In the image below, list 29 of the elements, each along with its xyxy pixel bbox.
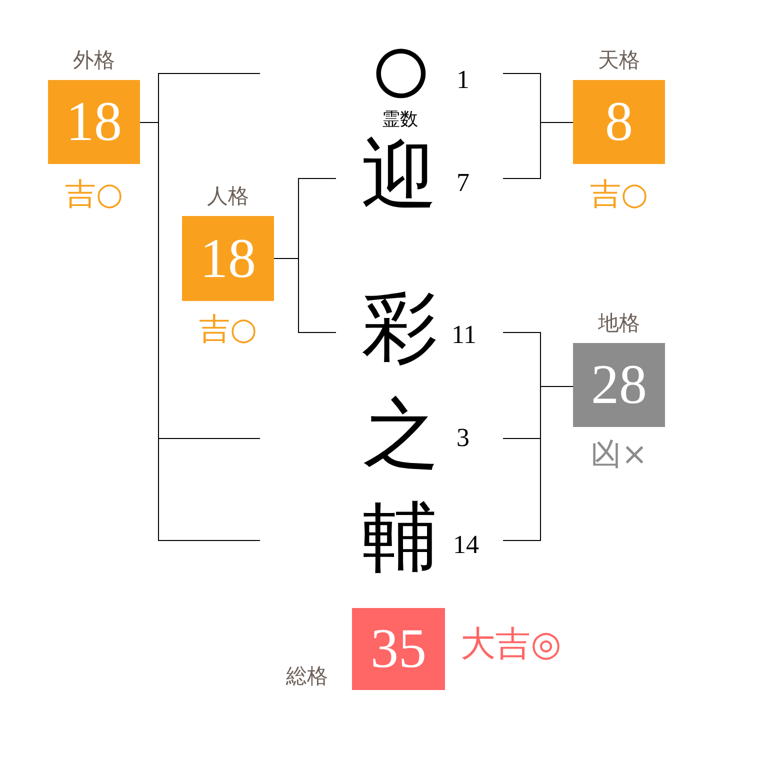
fortune-heading: 人格	[207, 183, 249, 210]
stroke-count: 14	[453, 532, 479, 558]
name-character: 輔	[362, 500, 438, 576]
connector-line	[274, 258, 336, 333]
stroke-count: 1	[456, 67, 470, 93]
name-character: 之	[363, 397, 439, 473]
stroke-count: 11	[451, 322, 477, 348]
score-tile: 18	[182, 216, 274, 301]
stroke-count: 7	[456, 170, 470, 196]
fortune-verdict: 吉○	[198, 314, 258, 346]
fortune-verdict: 吉○	[64, 180, 124, 210]
score-tile: 18	[48, 80, 140, 164]
score-tile: 28	[573, 343, 665, 427]
score-tile: 35	[352, 608, 445, 690]
fortune-heading: 外格	[73, 47, 115, 74]
character-caption: 霊数	[382, 111, 418, 129]
score-tile: 8	[573, 80, 665, 164]
fortune-heading: 総格	[286, 663, 328, 690]
fortune-verdict: 吉○	[590, 180, 648, 210]
fortune-verdict: 大吉◎	[460, 628, 562, 662]
name-character: 迎	[361, 138, 437, 214]
fortune-heading: 地格	[598, 310, 640, 337]
connector-line	[502, 122, 574, 179]
fortune-verdict: 凶×	[590, 440, 648, 470]
stroke-count: 3	[456, 425, 470, 451]
fortune-heading: 天格	[598, 47, 640, 74]
name-character: 彩	[362, 290, 438, 366]
name-character: ○	[367, 32, 435, 108]
connector-line	[502, 386, 574, 541]
